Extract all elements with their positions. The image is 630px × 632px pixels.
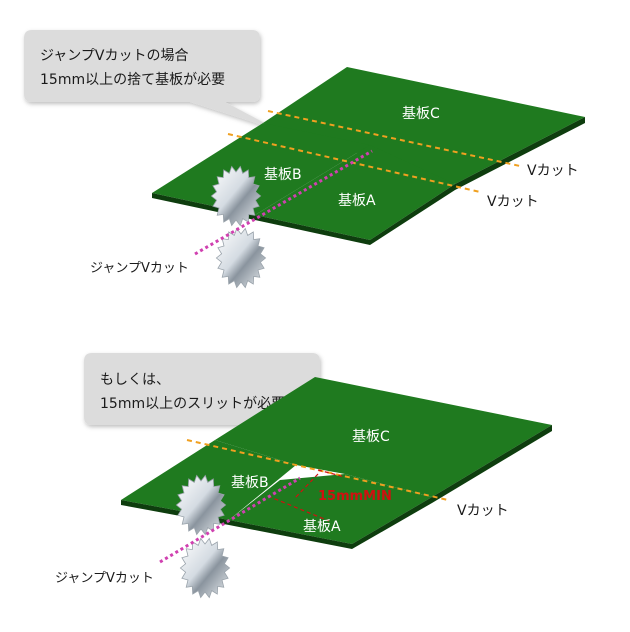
saw-blade-icon [215,227,267,289]
bottom-diagram: もしくは、 15mm以上のスリットが必要 [55,353,552,599]
jump-v-cut-line [194,149,373,256]
v-cut-label-upper: Vカット [527,163,579,179]
board-a-label: 基板A [303,518,341,535]
min-distance-label: 15mmMIN [318,489,392,504]
board-b-label: 基板B [264,166,302,183]
v-cut-line-upper [267,110,521,167]
bottom-callout [84,353,320,463]
board-a-label: 基板A [338,192,376,209]
v-cut-label-lower: Vカット [487,194,539,210]
callout-bubble [24,30,278,130]
board-c-label: 基板C [352,428,390,445]
board-c-label: 基板C [402,105,440,122]
top-diagram: ジャンプVカットの場合 15mm以上の捨て基板が必要 基板 [24,30,585,289]
saw-blade-icon [179,537,231,599]
top-callout [24,30,278,130]
callout-line-1: ジャンプVカットの場合 [40,48,188,64]
v-cut-label: Vカット [457,503,509,519]
board-c [215,377,552,503]
callout-bubble [84,353,320,463]
board-b-label: 基板B [231,474,269,491]
callout-line-1: もしくは、 [100,372,170,388]
board-a [255,145,455,245]
board-c [263,67,585,190]
callout-line-2: 15mm以上の捨て基板が必要 [40,71,225,88]
callout-line-2: 15mm以上のスリットが必要 [100,396,285,412]
min-slit-indicator [267,469,346,522]
v-cut-line-lower [227,133,481,193]
jump-v-cut-label: ジャンプVカット [55,571,154,586]
jump-v-cut-label: ジャンプVカット [90,261,189,276]
